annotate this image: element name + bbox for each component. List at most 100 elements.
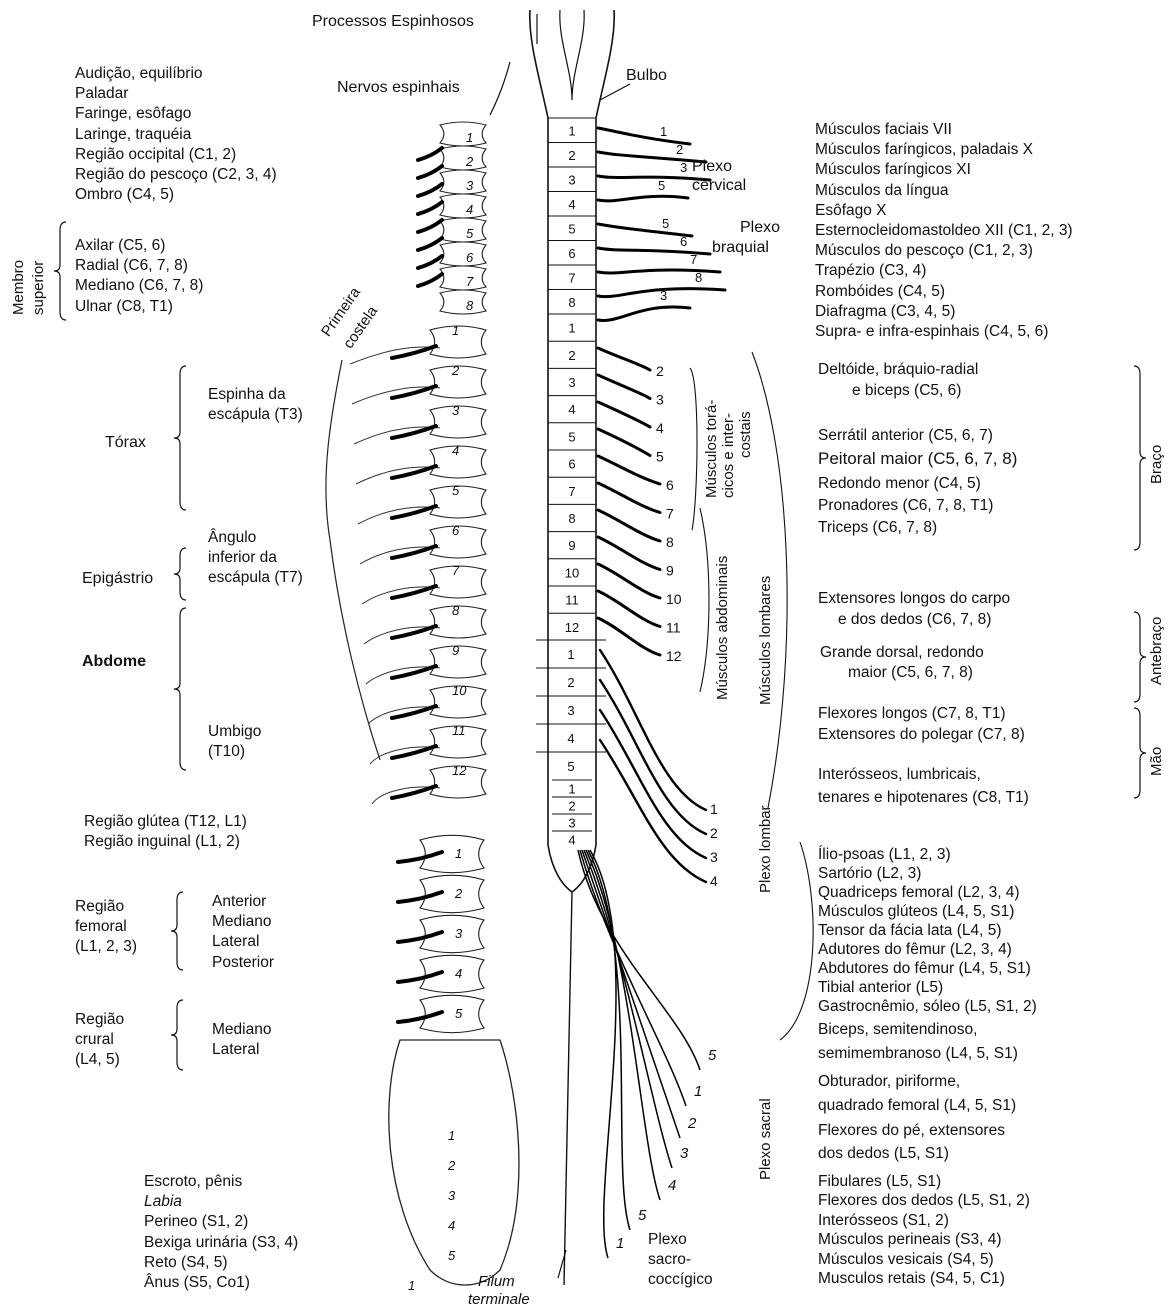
vertebra-body: [440, 218, 486, 242]
segment-number-cervical-2: 2: [568, 148, 575, 163]
vertebra-number-sacral: 1: [408, 1278, 415, 1293]
sacral-left-item: Reto (S4, 5): [144, 1253, 298, 1273]
forearm-item: Flexores longos (C7, 8, T1): [818, 704, 1006, 724]
femoral-list: Anterior Mediano Lateral Posterior: [212, 892, 274, 973]
plexo-lombar-bracket: [780, 842, 813, 1040]
head-item: Região do pescoço (C2, 3, 4): [75, 165, 277, 185]
lumbar-nerve-number: 1: [710, 801, 718, 817]
vertebra-number-thoracic: 4: [452, 443, 459, 458]
segment-number-cervical-7: 7: [568, 270, 575, 285]
torax-list: Espinha da escápula (T3): [208, 385, 303, 425]
cervical-nerve-number: 3: [660, 288, 667, 303]
segment-number-cervical-6: 6: [568, 246, 575, 261]
arm-item: Pronadores (C6, 7, 8, T1): [818, 496, 993, 516]
crural-item: Lateral: [212, 1040, 271, 1060]
vertebra-number-lumbar: 3: [455, 926, 463, 941]
vertebra-number-cervical: 1: [466, 130, 473, 145]
filum-label: Filum: [478, 1272, 515, 1292]
crural-label-line: (L4, 5): [75, 1050, 124, 1070]
vertebra-body: [440, 290, 486, 314]
thoracic-nerve-number: 9: [666, 563, 674, 579]
vertebra-number-sacral: 4: [448, 1218, 455, 1233]
sacral-item: Flexores dos dedos (L5, S1, 2): [818, 1191, 1030, 1210]
epigastrio-list: Ângulo inferior da escápula (T7): [208, 528, 303, 589]
vertebra-number-thoracic: 2: [451, 363, 460, 378]
segment-number-sacral-3: 3: [568, 816, 575, 831]
sacral-left-item: Bexiga urinária (S3, 4): [144, 1233, 298, 1253]
thoracic-nerve-number: 4: [656, 420, 664, 436]
right-nerve-thoracic: [598, 429, 650, 456]
segment-number-thoracic-7: 7: [568, 484, 575, 499]
crural-list: Mediano Lateral: [212, 1020, 271, 1060]
femoral-item: Posterior: [212, 953, 274, 973]
lumbar-nerve-number: 3: [710, 849, 718, 865]
head-innervation-list: Audição, equilíbrio Paladar Faringe, esô…: [75, 64, 277, 205]
right-cervical-item: Supra- e infra-espinhais (C4, 5, 6): [815, 322, 1073, 342]
vertebra-number-thoracic: 6: [452, 523, 460, 538]
head-item: Laringe, traquéia: [75, 125, 277, 145]
abdome-label: Abdome: [82, 652, 146, 672]
forearm-item: Grande dorsal, redondo: [820, 643, 984, 663]
nervos-leader: [490, 62, 510, 115]
braco-bracket: [1134, 366, 1146, 550]
right-nerve-lumbar: [600, 680, 706, 834]
vertebra-number-thoracic: 3: [452, 403, 460, 418]
crural-item: Mediano: [212, 1020, 271, 1040]
membro-label: Membro: [10, 260, 27, 315]
vertebra-number-sacral: 5: [448, 1248, 456, 1263]
toracicos-line: costais: [737, 400, 754, 498]
segment-number-sacral-4: 4: [568, 833, 575, 848]
segment-number-cervical-3: 3: [568, 172, 575, 187]
cervical-nerve-number: 5: [658, 178, 665, 193]
segment-number-sacral-2: 2: [568, 799, 575, 814]
right-nerve-lumbar: [600, 650, 706, 810]
plexo-lombar-label: Plexo lombar: [757, 805, 774, 893]
femoral-item: Lateral: [212, 932, 274, 952]
left-nerve-cervical: [418, 148, 442, 160]
lumbar-item: Músculos glúteos (L4, 5, S1): [818, 902, 1037, 921]
hand-item: Interósseos, lumbricais,: [818, 765, 981, 785]
right-nerve-sacral: [582, 850, 680, 1138]
lumbar-item: Sartório (L2, 3): [818, 864, 1037, 883]
lumbar-item: Adutores do fêmur (L2, 3, 4): [818, 940, 1037, 959]
vertebra-number-cervical: 6: [466, 250, 474, 265]
right-cervical-item: Músculos faríngicos, paladais X: [815, 140, 1073, 160]
head-item: Região occipital (C1, 2): [75, 145, 277, 165]
sacral-nerve-number: 3: [680, 1145, 689, 1162]
segment-number-sacral-1: 1: [568, 782, 575, 797]
filum-terminale-line: [564, 892, 572, 1285]
mao-label: Mão: [1148, 747, 1165, 776]
vertebra-number-cervical: 8: [466, 298, 474, 313]
sacral-item: Fibulares (L5, S1): [818, 1172, 1030, 1191]
membro-item: Ulnar (C8, T1): [75, 297, 203, 317]
epigastrio-item: Ângulo: [208, 528, 303, 548]
forearm-item: Extensores do polegar (C7, 8): [818, 725, 1025, 745]
plexo-cervical-label-2: cervical: [692, 176, 746, 196]
femoral-label-line: femoral: [75, 917, 137, 937]
right-cervical-item: Músculos do pescoço (C1, 2, 3): [815, 241, 1073, 261]
sacral-item: Músculos perineais (S3, 4): [818, 1230, 1030, 1249]
left-nerve-lumbar: [398, 1012, 442, 1022]
bulbo-leader: [600, 84, 630, 100]
sacral-item: Interósseos (S1, 2): [818, 1211, 1030, 1230]
segment-number-thoracic-8: 8: [568, 511, 575, 526]
head-item: Ombro (C4, 5): [75, 185, 277, 205]
membro-item: Radial (C6, 7, 8): [75, 256, 203, 276]
segment-number-lumbar-2: 2: [567, 675, 574, 690]
musculos-abdominais-label: Músculos abdominais: [714, 556, 731, 700]
torax-item: escápula (T3): [208, 405, 303, 425]
arm-item: e biceps (C5, 6): [852, 381, 961, 401]
cervical-nerve-number: 8: [695, 270, 702, 285]
thoracic-nerve-number: 10: [666, 591, 682, 607]
arm-item: Serrátil anterior (C5, 6, 7): [818, 426, 993, 446]
abdominais-bracket: [700, 508, 709, 692]
vertebra-number-cervical: 3: [466, 178, 474, 193]
sacral-nerve-number: 1: [694, 1083, 702, 1100]
right-cervical-item: Trapézio (C3, 4): [815, 261, 1073, 281]
antebraco-label: Antebraço: [1148, 617, 1165, 685]
right-nerve-sacral: [580, 850, 686, 1106]
sacral-nerve-number: 4: [668, 1177, 676, 1194]
crural-bracket: [171, 1000, 183, 1070]
plexo-braquial-label-1: Plexo: [740, 218, 780, 238]
